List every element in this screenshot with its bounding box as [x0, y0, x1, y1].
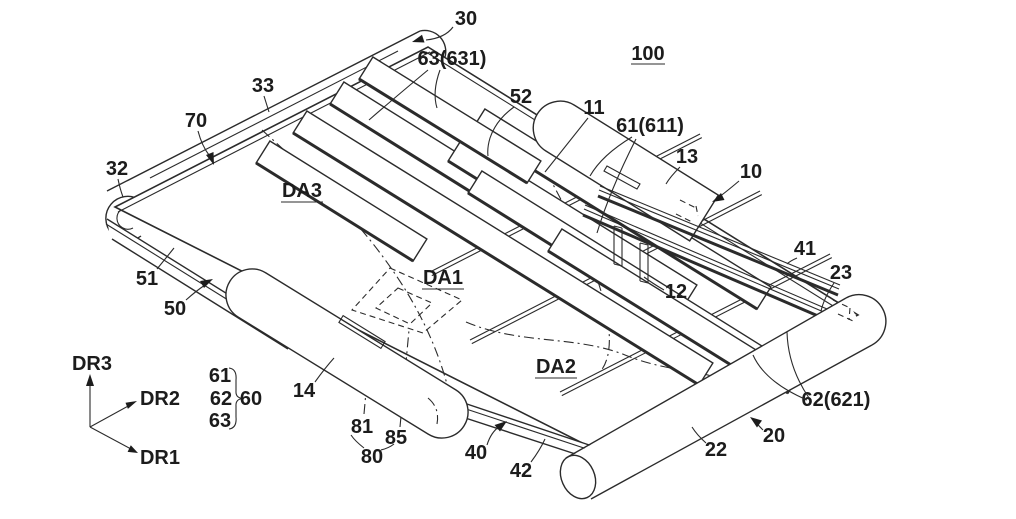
label-70-group: 70: [185, 110, 214, 165]
ref-label-61: 61: [209, 365, 231, 387]
label-33-group: 33: [252, 75, 274, 113]
ref-label-14: 14: [293, 380, 316, 402]
area-label-da3: DA3: [282, 180, 322, 202]
ref-label-22: 22: [705, 439, 727, 461]
ref-label-12: 12: [665, 281, 687, 303]
connector-posts: [613, 225, 649, 284]
fold-boundary-bottom: [465, 321, 749, 391]
top-roller: [106, 29, 447, 207]
ref-label-10: 10: [740, 161, 762, 183]
label-23-group: 23: [820, 262, 852, 312]
rail-41: [597, 185, 841, 297]
label-62-621-group: 62(621): [752, 331, 871, 411]
label-22-group: 22: [691, 426, 727, 461]
ref-label-100: 100: [631, 43, 664, 65]
axis-label-dr1: DR1: [140, 447, 180, 469]
ref-label-42: 42: [510, 460, 532, 482]
ref-label-50: 50: [164, 298, 186, 320]
ref-label-62: 62: [210, 388, 232, 410]
ref-label-60: 60: [240, 388, 262, 410]
label-61-611-group: 61(611): [589, 115, 684, 234]
slat-52: [358, 56, 542, 185]
ref-label-85: 85: [385, 427, 407, 449]
ref-label-30: 30: [455, 8, 477, 30]
label-100-group: 100: [631, 43, 665, 65]
area-label-da1: DA1: [423, 267, 463, 289]
ref-label-70: 70: [185, 110, 207, 132]
ref-label-63: 63: [209, 410, 231, 432]
group-60-brace: 61 62 63 60: [209, 365, 262, 432]
area-label-da2: DA2: [536, 356, 576, 378]
label-10-group: 10: [712, 161, 762, 202]
label-14-group: 14: [293, 357, 335, 402]
support-slats: [255, 81, 803, 395]
axis-label-dr2: DR2: [140, 388, 180, 410]
brace-icon: [228, 367, 244, 430]
housing-top-right: [532, 100, 720, 242]
rail-23: [582, 204, 835, 324]
label-41-group: 41: [786, 238, 816, 265]
fold-boundary-right: [537, 154, 610, 373]
ref-label-40: 40: [465, 442, 487, 464]
ref-label-41: 41: [794, 238, 816, 260]
ref-label-51: 51: [136, 268, 158, 290]
housing-center: [225, 268, 469, 439]
ref-label-13: 13: [676, 146, 698, 168]
axis-triad: DR3 DR2 DR1: [72, 353, 180, 469]
label-63-631-group: 63(631): [368, 48, 487, 121]
label-30-group: 30: [412, 8, 477, 43]
ref-label-33: 33: [252, 75, 274, 97]
label-52-group: 52: [487, 86, 532, 157]
label-80-81-85-group: 81 85 80: [350, 416, 407, 468]
label-20-group: 20: [750, 417, 785, 447]
axis-label-dr3: DR3: [72, 353, 112, 375]
ref-label-52: 52: [510, 86, 532, 108]
label-42-group: 42: [510, 438, 546, 482]
ref-label-61-611: 61(611): [616, 115, 684, 137]
label-50-group: 50: [164, 279, 213, 320]
ref-label-32: 32: [106, 158, 128, 180]
ref-label-11: 11: [583, 97, 604, 119]
label-32-group: 32: [106, 158, 128, 198]
slat: [255, 140, 428, 263]
ref-label-23: 23: [830, 262, 852, 284]
ref-label-63-631: 63(631): [418, 48, 487, 70]
ref-label-20: 20: [763, 425, 785, 447]
ref-label-81: 81: [351, 416, 373, 438]
label-40-group: 40: [465, 421, 507, 464]
label-51-group: 51: [136, 247, 175, 290]
label-12-group: 12: [643, 276, 687, 303]
ref-label-80: 80: [361, 446, 383, 468]
label-13-group: 13: [665, 146, 698, 185]
bottom-roller: [559, 293, 887, 500]
label-11-group: 11: [544, 97, 605, 173]
ref-label-62-621: 62(621): [802, 389, 871, 411]
